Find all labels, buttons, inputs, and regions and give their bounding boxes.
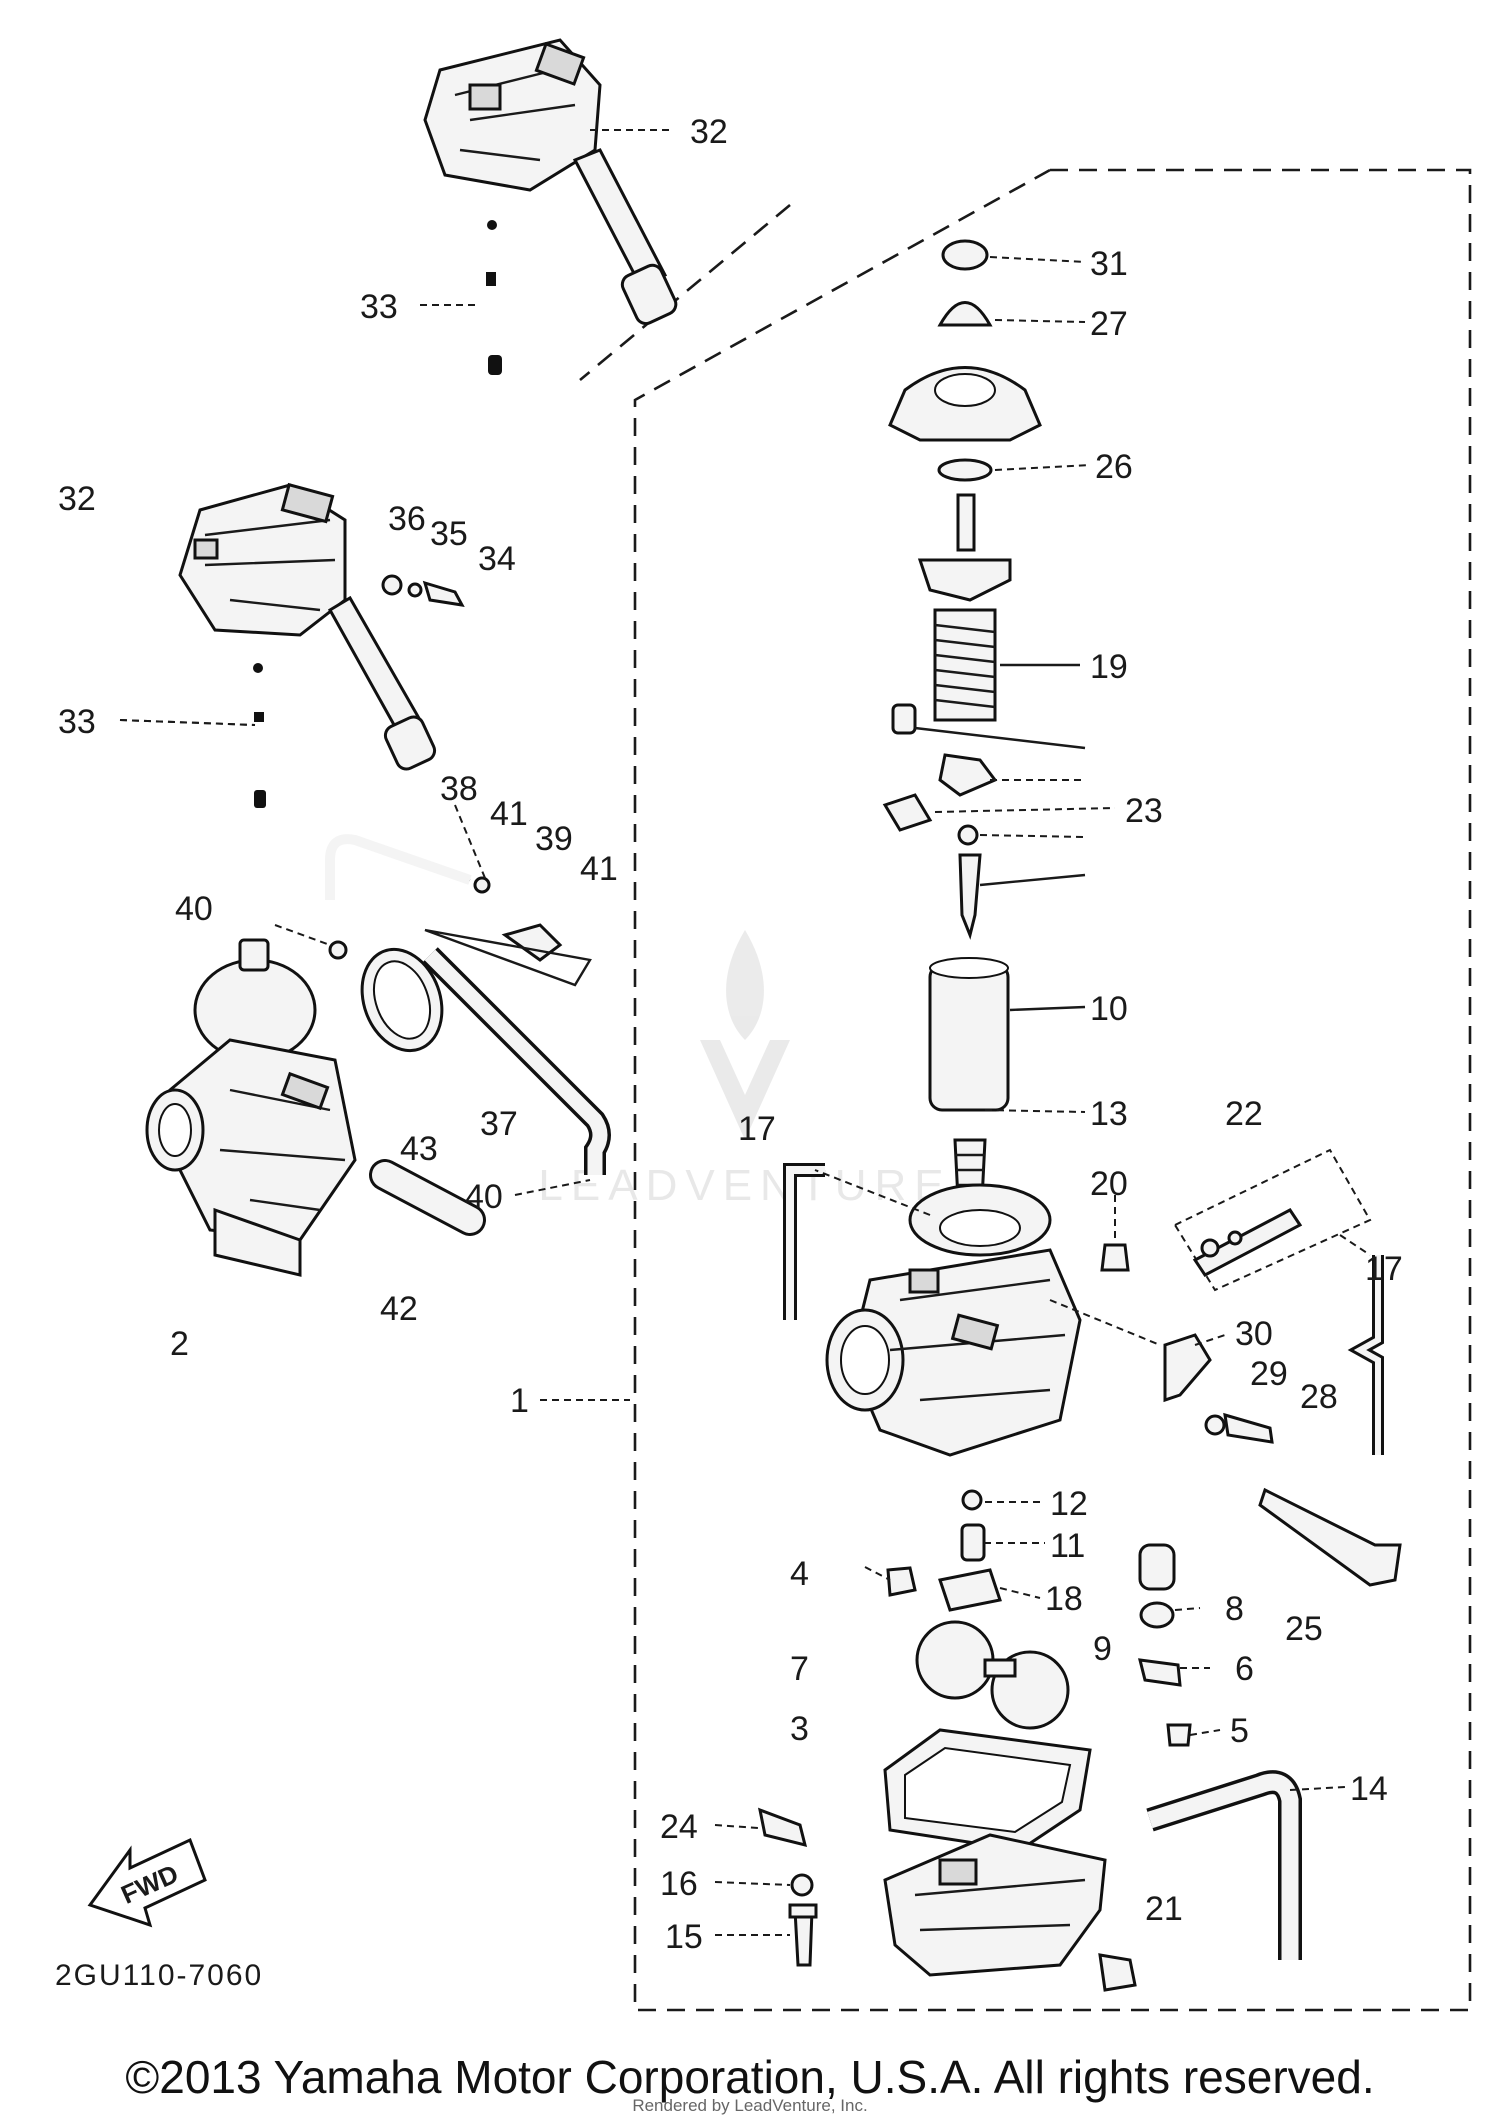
v-logo-icon	[700, 1040, 790, 1140]
callout-33-upper: 33	[360, 288, 398, 326]
callout-21: 21	[1145, 1890, 1183, 1928]
callout-11: 11	[1050, 1527, 1085, 1565]
callout-12: 12	[1050, 1485, 1088, 1523]
callout-8: 8	[1225, 1590, 1244, 1628]
callout-24: 24	[660, 1808, 698, 1846]
assembly-dashed-outline	[633, 168, 1472, 2012]
callout-10: 10	[1090, 990, 1128, 1028]
callout-5: 5	[1230, 1712, 1249, 1750]
callout-39: 39	[535, 820, 573, 858]
callout-19: 19	[1090, 648, 1128, 686]
callout-7: 7	[790, 1650, 809, 1688]
callout-43: 43	[400, 1130, 438, 1168]
rendered-by-notice: Rendered by LeadVenture, Inc.	[632, 2096, 868, 2115]
callout-27: 27	[1090, 305, 1128, 343]
callout-28: 28	[1300, 1378, 1338, 1416]
callout-34: 34	[478, 540, 516, 578]
callout-15: 15	[665, 1918, 703, 1956]
copyright-notice: ©2013 Yamaha Motor Corporation, U.S.A. A…	[125, 2051, 1375, 2103]
flame-logo-icon	[726, 930, 764, 1040]
callout-42: 42	[380, 1290, 418, 1328]
callout-32-upper: 32	[690, 113, 728, 151]
callout-35: 35	[430, 515, 468, 553]
callout-1: 1	[510, 1382, 529, 1420]
left-hoses	[325, 834, 611, 1236]
callout-labels: 32 33 32 36 35 34 33 38 41 39 41 40 37 4…	[58, 113, 1403, 1956]
callout-22: 22	[1225, 1095, 1263, 1133]
leader-lines	[119, 129, 1371, 1936]
callout-3: 3	[790, 1710, 809, 1748]
callout-37: 37	[480, 1105, 518, 1143]
carburetor-body-right	[783, 1148, 1402, 1587]
callout-14: 14	[1350, 1770, 1388, 1808]
callout-17-right: 17	[1365, 1250, 1403, 1288]
float-bowl-section	[757, 1489, 1302, 1992]
callout-29: 29	[1250, 1355, 1288, 1393]
callout-38: 38	[440, 770, 478, 808]
callout-40-lower: 40	[465, 1178, 503, 1216]
diagram-part-code: 2GU110-7060	[55, 1959, 263, 1992]
callout-30: 30	[1235, 1315, 1273, 1353]
callout-6: 6	[1235, 1650, 1254, 1688]
callout-17-left: 17	[738, 1110, 776, 1148]
callout-2: 2	[170, 1325, 189, 1363]
throttle-valve-housing-lower	[178, 482, 465, 808]
callout-26: 26	[1095, 448, 1133, 486]
callout-31: 31	[1090, 245, 1128, 283]
callout-23: 23	[1125, 792, 1163, 830]
callout-40-upper: 40	[175, 890, 213, 928]
spring	[933, 608, 997, 722]
callout-18: 18	[1045, 1580, 1083, 1618]
callout-32-lower: 32	[58, 480, 96, 518]
throttle-valve-housing-upper	[423, 38, 678, 375]
callout-33-lower: 33	[58, 703, 96, 741]
callout-9: 9	[1093, 1630, 1112, 1668]
callout-41-left: 41	[490, 795, 528, 833]
callout-20: 20	[1090, 1165, 1128, 1203]
fwd-arrow-icon: FWD	[87, 1837, 207, 1928]
carburetor-top-stack	[882, 239, 1042, 1218]
callout-25: 25	[1285, 1610, 1323, 1648]
callout-16: 16	[660, 1865, 698, 1903]
callout-4: 4	[790, 1555, 809, 1593]
callout-41-right: 41	[580, 850, 618, 888]
callout-13: 13	[1090, 1095, 1128, 1133]
dashed-top-link	[579, 204, 791, 381]
callout-36: 36	[388, 500, 426, 538]
carburetor-assembly-left	[145, 938, 357, 1277]
